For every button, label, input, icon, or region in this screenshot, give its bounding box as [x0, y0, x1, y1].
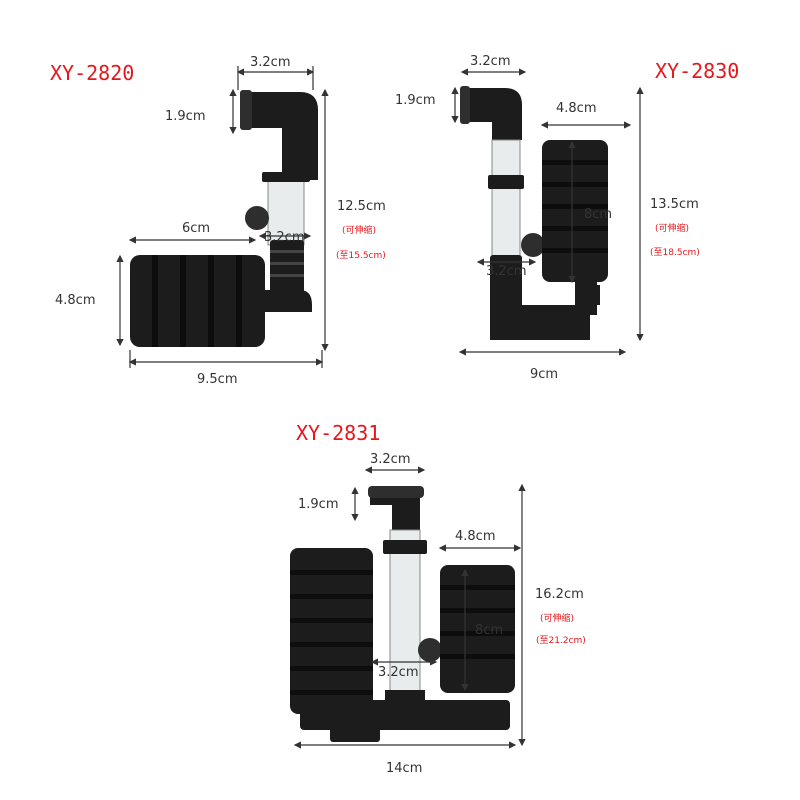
dim-total-width: 9cm [530, 367, 558, 382]
sponge-right-xy-2831 [440, 565, 515, 693]
product-xy-2831: XY-2831 3.2cm 1.9cm 4.8cm 8cm 16.2cm (可伸… [290, 421, 586, 776]
dim-top-width: 3.2cm [470, 54, 511, 69]
dim-tube-width: 3.2cm [486, 264, 527, 279]
dim-total-width: 14cm [386, 761, 422, 776]
filter-image-xy-2820 [130, 90, 318, 347]
dim-tube-width: 3.2cm [378, 665, 419, 680]
dim-sponge-diameter: 4.8cm [556, 101, 597, 116]
note-max-height: (至21.2cm) [536, 635, 586, 646]
dim-tube-width: 3.2cm [264, 230, 305, 245]
dim-sponge-height: 8cm [475, 623, 503, 638]
note-max-height: (至18.5cm) [650, 247, 700, 258]
dim-height: 13.5cm [650, 197, 699, 212]
sponge-xy-2820 [130, 255, 265, 347]
filter-image-xy-2831 [290, 486, 515, 742]
note-max-height: (至15.5cm) [336, 250, 386, 261]
product-xy-2830: XY-2830 3.2cm 1.9cm 4.8cm 8cm 13.5cm (可伸… [395, 54, 739, 382]
dim-elbow-height: 1.9cm [395, 93, 436, 108]
note-adjustable: (可伸缩) [655, 222, 689, 234]
product-xy-2820: XY-2820 3.2cm 1.9cm 12.5cm (可伸缩) (至15.5c… [50, 55, 386, 387]
dim-top-width: 3.2cm [250, 55, 291, 70]
model-label: XY-2820 [50, 61, 134, 85]
model-label: XY-2830 [655, 59, 739, 83]
dim-elbow-height: 1.9cm [298, 497, 339, 512]
dim-top-width: 3.2cm [370, 452, 411, 467]
dim-sponge-height: 8cm [584, 207, 612, 222]
dim-sponge-diameter: 4.8cm [55, 293, 96, 308]
dim-elbow-height: 1.9cm [165, 109, 206, 124]
sponge-left-xy-2831 [290, 548, 373, 714]
model-label: XY-2831 [296, 421, 380, 445]
dim-sponge-diameter: 4.8cm [455, 529, 496, 544]
note-adjustable: (可伸缩) [540, 612, 574, 624]
dim-total-width: 9.5cm [197, 372, 238, 387]
note-adjustable: (可伸缩) [342, 224, 376, 236]
dim-height: 12.5cm [337, 199, 386, 214]
dim-height: 16.2cm [535, 587, 584, 602]
dim-sponge-length: 6cm [182, 221, 210, 236]
